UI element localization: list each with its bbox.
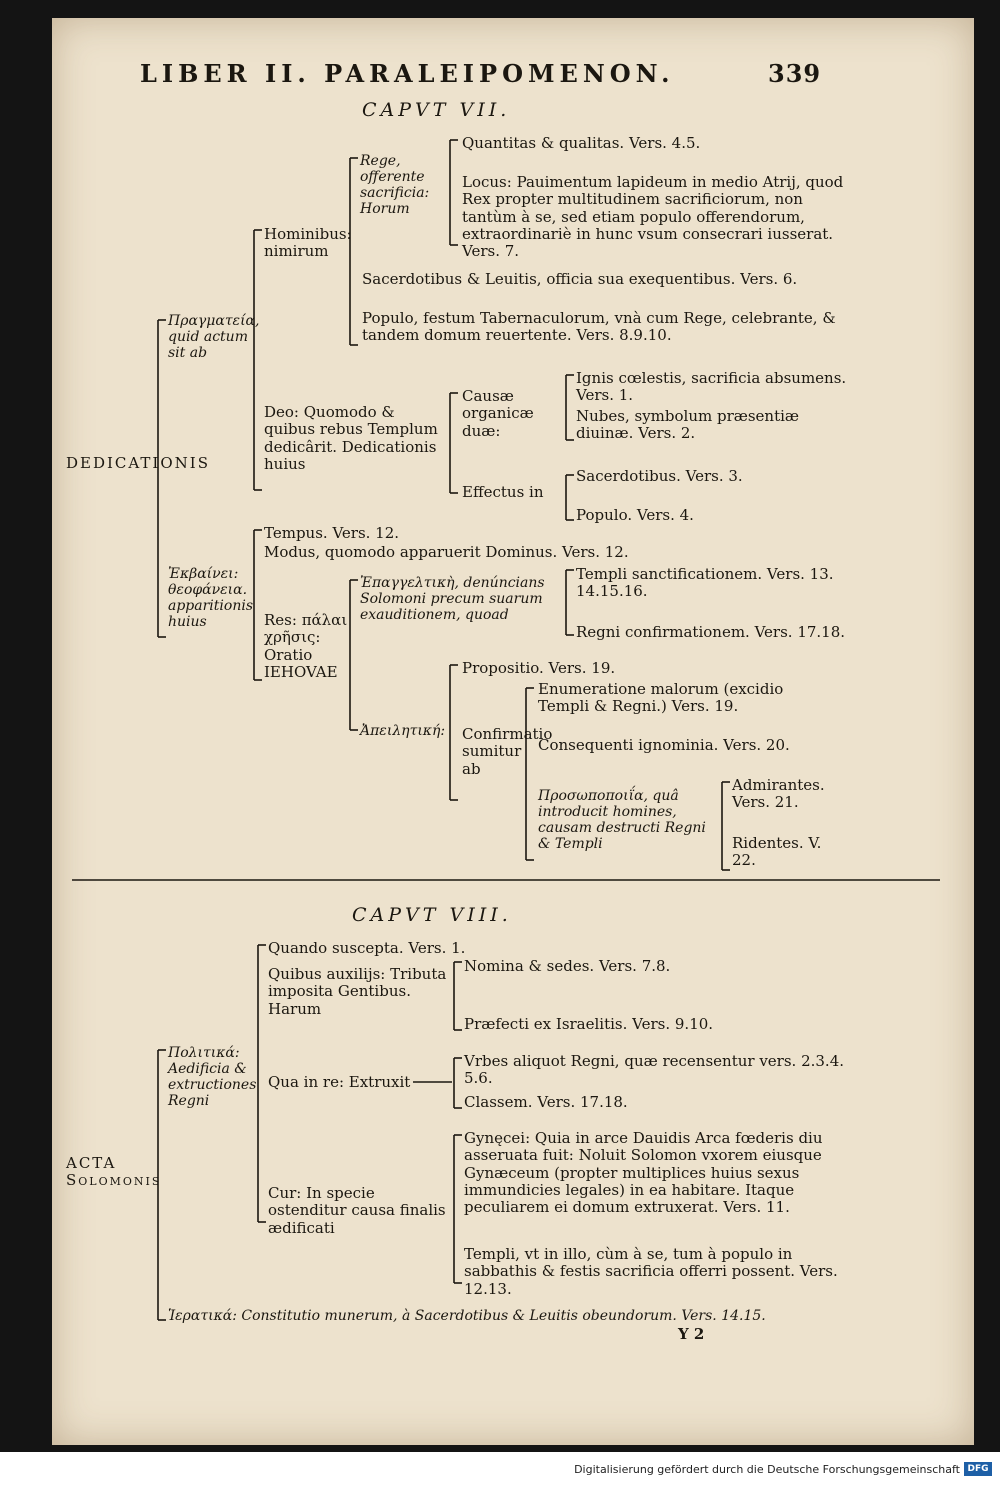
node-effectus: Effectus in xyxy=(462,483,544,501)
node-politika: Πολιτικά: Aedificia & extructiones Regni xyxy=(168,1045,257,1110)
node-confirmatio: Confirmatio sumitur ab xyxy=(462,725,553,778)
signature-mark: Y 2 xyxy=(678,1325,705,1343)
dfg-credit: Digitalisierung gefördert durch die Deut… xyxy=(574,1463,960,1476)
leaf-regni-confirmationem: Regni confirmationem. Vers. 17.18. xyxy=(576,623,846,641)
leaf-gynecei: Gynęcei: Quia in arce Dauidis Arca fœder… xyxy=(464,1129,823,1216)
leaf-vrbes: Vrbes aliquot Regni, quæ recensentur ver… xyxy=(464,1052,845,1088)
node-rege: Rege, offerente sacrificia: Horum xyxy=(360,153,430,218)
leaf-templi-sacrificia: Templi, vt in illo, cùm à se, tum à popu… xyxy=(464,1245,838,1298)
chapter-7-title: CAPVT VII. xyxy=(362,99,511,121)
leaf-effectus-populo: Populo. Vers. 4. xyxy=(576,506,694,524)
leaf-quantitas: Quantitas & qualitas. Vers. 4.5. xyxy=(462,134,701,152)
node-hieratika: Ἱερατικά: Constitutio munerum, à Sacerdo… xyxy=(168,1308,766,1324)
book-page xyxy=(52,18,974,1445)
leaf-nubes: Nubes, symbolum præsentiæ diuinæ. Vers. … xyxy=(576,407,800,443)
leaf-quando: Quando suscepta. Vers. 1. xyxy=(268,939,466,957)
leaf-modus: Modus, quomodo apparuerit Dominus. Vers.… xyxy=(264,543,629,561)
leaf-classem: Classem. Vers. 17.18. xyxy=(464,1093,628,1111)
running-title: LIBER II. PARALEIPOMENON. xyxy=(140,59,675,88)
node-apeiletike: Ἀπειλητική: xyxy=(360,723,446,739)
node-causae: Causæ organicæ duæ: xyxy=(462,387,534,440)
leaf-locus: Locus: Pauimentum lapideum in medio Atri… xyxy=(462,173,844,260)
leaf-templi-sanctificationem: Templi sanctificationem. Vers. 13. 14.15… xyxy=(576,565,834,601)
leaf-populo-festum: Populo, festum Tabernaculorum, vnà cum R… xyxy=(362,309,836,345)
root-acta-solomonis: ACTA Solomonis xyxy=(66,1154,162,1190)
leaf-ignis: Ignis cœlestis, sacrificia absumens. Ver… xyxy=(576,369,847,405)
leaf-ridentes: Ridentes. V. 22. xyxy=(732,834,822,870)
leaf-effectus-sacerdotibus: Sacerdotibus. Vers. 3. xyxy=(576,467,743,485)
leaf-praefecti: Præfecti ex Israelitis. Vers. 9.10. xyxy=(464,1015,714,1033)
footer-bar xyxy=(0,1452,1000,1485)
leaf-enumeratione: Enumeratione malorum (excidio Templi & R… xyxy=(538,680,784,716)
node-pragmateia: Πραγματεία, quid actum sit ab xyxy=(168,313,260,362)
node-quibus-auxiliis: Quibus auxilijs: Tributa imposita Gentib… xyxy=(268,965,447,1018)
node-res-oratio: Res: πάλαι χρῆσις: Oratio IEHOVAE xyxy=(264,611,348,681)
leaf-nomina: Nomina & sedes. Vers. 7.8. xyxy=(464,957,671,975)
page-number: 339 xyxy=(768,59,822,88)
node-theophania: Ἐκβαίνει: θεοφάνεια. apparitionis huius xyxy=(168,566,253,631)
leaf-sacerdotibus-leuitis: Sacerdotibus & Leuitis, officia sua exeq… xyxy=(362,270,798,288)
node-cur: Cur: In specie ostenditur causa finalis … xyxy=(268,1184,446,1237)
node-hominibus: Hominibus: nimirum xyxy=(264,225,352,261)
dfg-logo: DFG xyxy=(964,1462,992,1476)
node-deo: Deo: Quomodo & quibus rebus Templum dedi… xyxy=(264,403,438,473)
leaf-tempus: Tempus. Vers. 12. xyxy=(264,524,400,542)
chapter-8-title: CAPVT VIII. xyxy=(352,904,512,926)
node-qua-in-re: Qua in re: Extruxit xyxy=(268,1073,411,1091)
root-dedicationis: DEDICATIONIS xyxy=(66,454,210,472)
leaf-admirantes: Admirantes. Vers. 21. xyxy=(732,776,825,812)
node-prosopopoiia: Προσωποποιΐα, quâ introducit homines, ca… xyxy=(538,788,706,853)
node-epangeltike: Ἐπαγγελτικὴ, denúncians Solomoni precum … xyxy=(360,575,545,624)
leaf-consequenti: Consequenti ignominia. Vers. 20. xyxy=(538,736,790,754)
leaf-propositio: Propositio. Vers. 19. xyxy=(462,659,616,677)
